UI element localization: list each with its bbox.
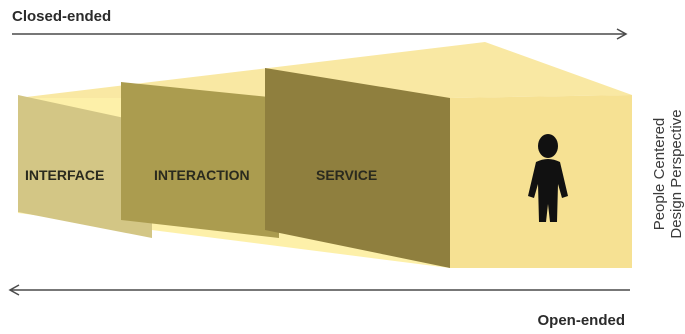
interface-panel xyxy=(18,95,152,238)
side-label-line2: Design Perspective xyxy=(668,109,685,239)
person-icon xyxy=(528,134,568,222)
service-panel xyxy=(265,68,450,268)
closed-ended-label: Closed-ended xyxy=(12,8,112,25)
interaction-panel xyxy=(121,82,279,238)
open-ended-label: Open-ended xyxy=(537,312,625,329)
closed-ended-arrow xyxy=(12,28,628,40)
open-ended-arrow xyxy=(8,284,630,296)
side-label-line1: People Centered xyxy=(651,117,668,231)
interface-label: INTERFACE xyxy=(25,167,105,183)
service-label: SERVICE xyxy=(316,167,378,183)
interaction-label: INTERACTION xyxy=(154,167,250,183)
people-centered-design-perspective-label: People Centered Design Perspective xyxy=(651,109,685,238)
